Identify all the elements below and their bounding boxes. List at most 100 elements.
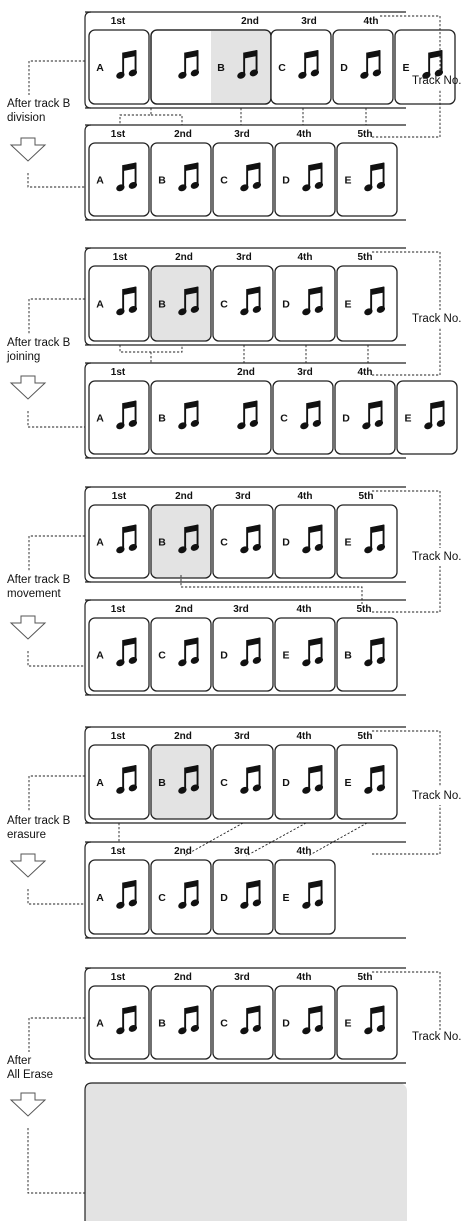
track-no-leader-top	[372, 730, 441, 787]
track-e: E	[274, 859, 336, 935]
track-number-label: 4th	[298, 252, 313, 263]
track-e: E	[336, 142, 398, 217]
track-box	[336, 265, 398, 342]
track-c: C	[272, 380, 334, 455]
track-c: C	[212, 504, 274, 579]
track-letter: A	[96, 537, 104, 549]
track-number-label: 1st	[111, 972, 126, 983]
track-letter: D	[220, 650, 228, 662]
track-box	[336, 142, 398, 217]
track-box	[334, 380, 396, 455]
track-letter: D	[282, 1018, 290, 1030]
track-letter: C	[220, 1018, 228, 1030]
caption-line-1: After	[7, 1055, 31, 1067]
leader-before	[28, 298, 85, 334]
track-number-label: 1st	[111, 367, 126, 378]
track-number-label: 4th	[298, 491, 313, 502]
track-number-label: 5th	[359, 491, 374, 502]
track-no-leader	[372, 971, 441, 1030]
track-letter: E	[344, 537, 351, 549]
track-letter: A	[96, 892, 104, 904]
track-letter: C	[158, 892, 166, 904]
track-number-label: 4th	[297, 129, 312, 140]
movement-path	[180, 575, 363, 604]
track-number-label: 4th	[297, 846, 312, 857]
track-box	[274, 265, 336, 342]
track-letter: B	[158, 777, 166, 789]
track-d: D	[212, 859, 274, 935]
track-number-label: 4th	[297, 731, 312, 742]
shift-c	[183, 822, 244, 857]
track-box	[396, 380, 458, 455]
shift-d	[245, 822, 307, 857]
track-box	[88, 142, 150, 217]
track-box	[150, 617, 212, 692]
track-e: E	[336, 265, 398, 342]
track-number-label: 4th	[358, 367, 373, 378]
leader-after	[27, 411, 85, 428]
track-a: A	[88, 265, 150, 342]
track-c: C	[212, 985, 274, 1060]
track-letter: A	[96, 413, 104, 425]
track-b: B	[150, 380, 272, 455]
track-box	[274, 617, 336, 692]
caption-line-1: After track B	[7, 98, 71, 110]
track-number-label: 3rd	[234, 129, 250, 140]
track-letter: C	[220, 537, 228, 549]
track-number-label: 5th	[358, 129, 373, 140]
track-letter: A	[96, 175, 104, 187]
after-track-row	[84, 1082, 407, 1221]
caption-line-2: joining	[6, 351, 40, 363]
track-number-label: 5th	[358, 252, 373, 263]
down-arrow-icon	[9, 137, 47, 162]
track-box	[274, 142, 336, 217]
track-b: B	[150, 265, 212, 342]
track-number-label: 2nd	[175, 252, 193, 263]
track-no-label: Track No.	[412, 1031, 461, 1043]
track-box	[336, 744, 398, 820]
track-no-label: Track No.	[412, 75, 461, 87]
caption-line-1: After track B	[7, 574, 71, 586]
track-no-leader-bottom	[372, 805, 441, 855]
track-letter: B	[158, 537, 166, 549]
track-c: C	[212, 744, 274, 820]
track-e: E	[394, 29, 456, 105]
track-box	[88, 380, 150, 455]
track-box	[212, 617, 274, 692]
down-arrow-icon	[9, 853, 47, 878]
track-number-label: 3rd	[235, 491, 251, 502]
track-d: D	[274, 265, 336, 342]
track-box	[88, 617, 150, 692]
track-d: D	[274, 504, 336, 579]
leader-before	[28, 1017, 85, 1052]
leader-before	[28, 775, 85, 812]
track-e: E	[336, 985, 398, 1060]
track-b: B	[150, 985, 212, 1060]
left-rail	[84, 486, 92, 583]
track-number-label: 3rd	[233, 604, 249, 615]
track-letter: B	[158, 175, 166, 187]
track-box	[88, 504, 150, 579]
track-number-label: 3rd	[234, 846, 250, 857]
track-letter: E	[404, 413, 411, 425]
track-e: E	[336, 744, 398, 820]
track-number-label: 3rd	[234, 972, 250, 983]
track-number-label: 2nd	[174, 846, 192, 857]
track-box	[336, 504, 398, 579]
division-connector-a	[119, 108, 152, 125]
track-no-label: Track No.	[412, 313, 461, 325]
track-letter: C	[158, 650, 166, 662]
track-letter: C	[278, 62, 286, 74]
track-a: A	[88, 744, 150, 820]
track-d: D	[332, 29, 394, 105]
left-rail	[84, 362, 92, 459]
joining-bracket	[119, 345, 183, 353]
down-arrow-icon	[9, 615, 47, 640]
leader-after	[27, 889, 85, 905]
track-number-label: 1st	[111, 846, 126, 857]
